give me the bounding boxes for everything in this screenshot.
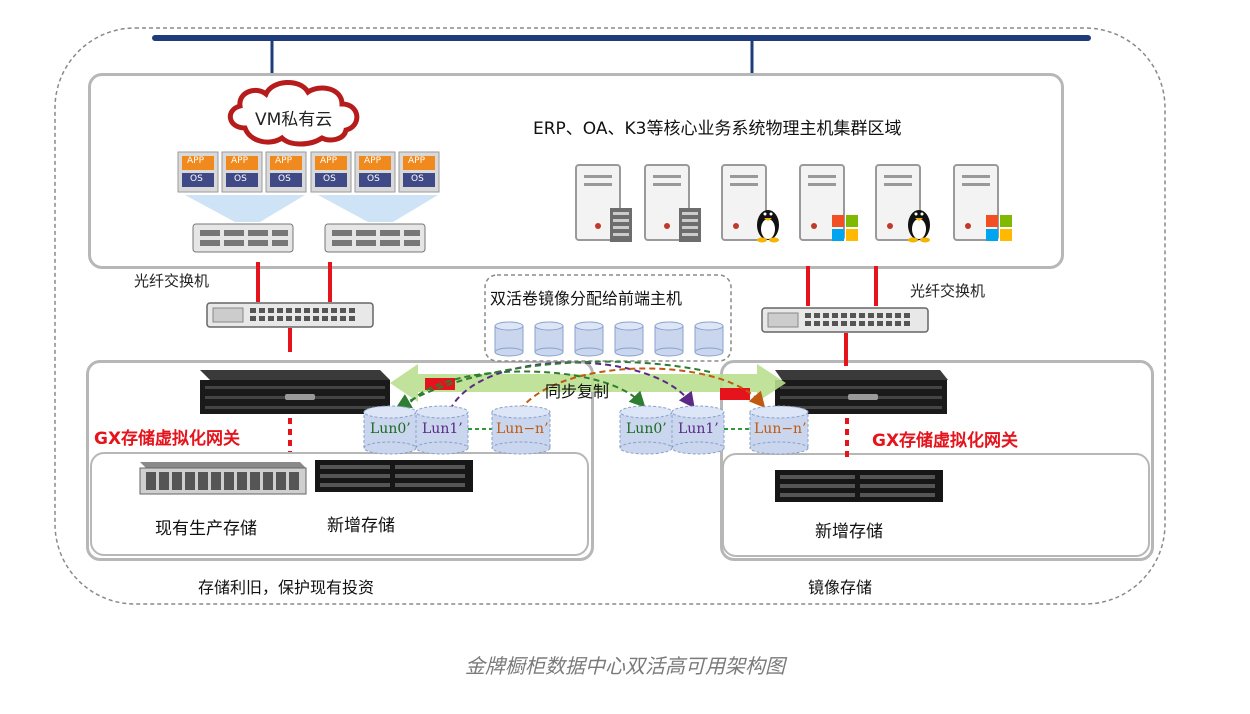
storage-left-note: 存储利旧，保护现有投资 — [198, 578, 375, 597]
physical-area-title: ERP、OA、K3等核心业务系统物理主机集群区域 — [533, 119, 902, 139]
vm-os-label: OS — [278, 174, 291, 184]
gateway-left-label: GX存储虚拟化网关 — [94, 429, 241, 449]
switch-left-label: 光纤交换机 — [134, 272, 210, 290]
switch-right-label: 光纤交换机 — [910, 282, 986, 300]
sync-arrow — [390, 364, 786, 402]
vm-os-label: OS — [367, 174, 380, 184]
vm-app-label: APP — [320, 156, 338, 166]
physical-server-2 — [644, 164, 701, 242]
replication-arc-lun0 — [404, 370, 646, 411]
lun-right-1: Lun1’ — [678, 421, 719, 437]
lun-left-n: Lun−n’ — [496, 421, 549, 437]
physical-server-1 — [575, 164, 632, 242]
vm-os-label: OS — [323, 174, 336, 184]
fiber-switch-right — [761, 307, 929, 333]
vm-app-label: APP — [408, 156, 426, 166]
lun-cylinders-left — [363, 405, 551, 455]
vm-app-label: APP — [187, 156, 205, 166]
vm-os-label: OS — [190, 174, 203, 184]
new-storage-right-label: 新增存储 — [815, 522, 883, 542]
linux-penguin-icon — [757, 210, 779, 243]
cloud-label: VM私有云 — [255, 110, 333, 130]
vm-app-label: APP — [231, 156, 249, 166]
sync-label: 同步复制 — [545, 382, 610, 401]
vm-funnel-right — [318, 195, 438, 222]
lun-left-0: Lun0’ — [370, 421, 411, 437]
vm-os-label: OS — [411, 174, 424, 184]
new-storage-array-right — [775, 470, 943, 502]
gateway-right-label: GX存储虚拟化网关 — [872, 431, 1019, 451]
physical-server-3 — [721, 164, 779, 243]
gateway-server-left — [200, 370, 390, 414]
vm-app-label: APP — [275, 156, 293, 166]
physical-server-5 — [875, 164, 930, 243]
existing-storage-array — [139, 462, 307, 495]
outer-boundary — [54, 27, 1166, 605]
replication-arc-lunn — [519, 367, 766, 411]
vm-app-label: APP — [364, 156, 382, 166]
windows-logo-icon — [986, 215, 1012, 241]
linux-penguin-icon — [908, 210, 930, 243]
lun-cylinders-right — [619, 405, 809, 455]
lun-left-1: Lun1’ — [422, 421, 463, 437]
vm-os-label: OS — [234, 174, 247, 184]
storage-right-note: 镜像存储 — [808, 578, 873, 597]
mirror-pool-label: 双活卷镜像分配给前端主机 — [490, 289, 683, 308]
vm-group — [177, 151, 440, 193]
new-storage-array-left — [315, 460, 473, 492]
windows-logo-icon — [832, 215, 858, 241]
hypervisor-server-left — [192, 223, 294, 253]
physical-server-4 — [799, 164, 858, 241]
gateway-server-right — [775, 370, 948, 414]
cloud-icon — [228, 80, 360, 147]
mirror-volumes — [494, 321, 724, 357]
physical-server-6 — [953, 164, 1012, 241]
sync-marker-right — [720, 388, 750, 400]
existing-storage-label: 现有生产存储 — [155, 519, 257, 539]
new-storage-left-label: 新增存储 — [327, 516, 395, 536]
hypervisor-server-right — [324, 223, 426, 253]
vm-funnel-left — [185, 195, 305, 222]
fiber-switch-left — [206, 302, 374, 328]
figure-caption: 金牌橱柜数据中心双活高可用架构图 — [465, 654, 785, 678]
lun-right-0: Lun0’ — [626, 421, 667, 437]
lun-right-n: Lun−n’ — [754, 421, 807, 437]
